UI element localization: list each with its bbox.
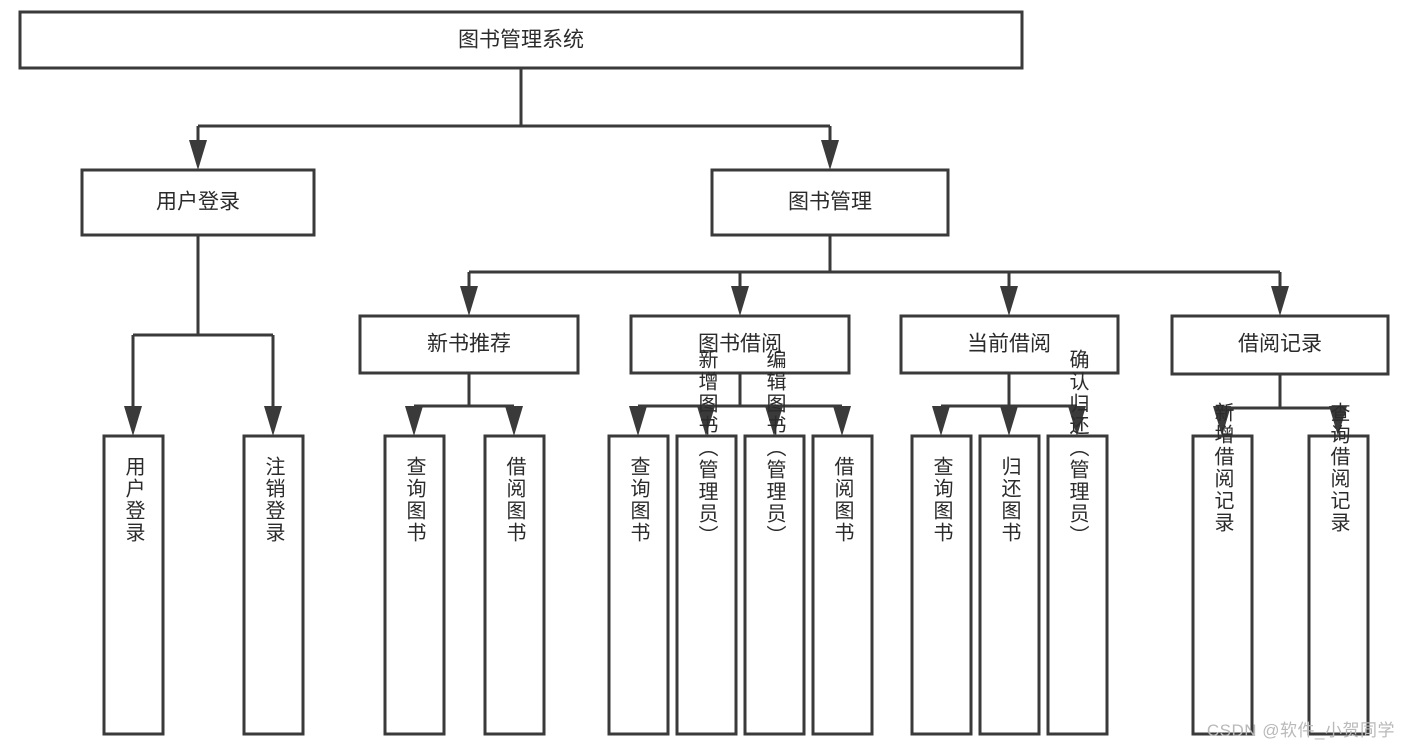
leaf-query-book-2-label: 查询图书 — [627, 456, 650, 544]
arrow-leaf-query-book-1 — [405, 406, 423, 436]
arrow-leaf-borrow-book-1 — [505, 406, 523, 436]
arrow-leaf-user-login — [124, 406, 142, 436]
arrow-to-current-borrow — [1000, 286, 1018, 316]
leaf-edit-book-admin-label: 编辑图书（管理员） — [763, 349, 786, 547]
node-book-manage[interactable]: 图书管理 — [710, 168, 950, 237]
arrow-leaf-add-book-admin — [697, 406, 715, 436]
node-user-login[interactable]: 用户登录 — [80, 168, 316, 237]
arrow-leaf-add-borrow-record — [1213, 406, 1231, 436]
arrow-to-borrow-record — [1271, 286, 1289, 316]
leaf-query-book-2[interactable]: 查询图书 — [607, 434, 670, 736]
leaf-query-borrow-record-rect[interactable] — [1307, 434, 1370, 736]
leaf-edit-book-admin-rect[interactable] — [743, 434, 806, 736]
arrow-leaf-logout-login — [264, 406, 282, 436]
node-new-book-recommend[interactable]: 新书推荐 — [358, 314, 580, 375]
leaf-query-borrow-record[interactable]: 查询借阅记录 — [1307, 402, 1370, 736]
node-book-borrow-label: 图书借阅 — [698, 333, 782, 356]
node-current-borrow-rect[interactable] — [899, 314, 1120, 375]
node-borrow-record[interactable]: 借阅记录 — [1170, 314, 1390, 376]
node-user-login-label: 用户登录 — [156, 191, 240, 214]
node-new-book-recommend-rect[interactable] — [358, 314, 580, 375]
leaf-borrow-book-1-rect[interactable] — [483, 434, 546, 736]
leaf-borrow-book-2-rect[interactable] — [811, 434, 874, 736]
node-root-label: 图书管理系统 — [458, 29, 584, 52]
leaf-logout-login[interactable]: 注销登录 — [242, 434, 305, 736]
node-book-borrow-rect[interactable] — [629, 314, 851, 375]
node-current-borrow[interactable]: 当前借阅 — [899, 314, 1120, 375]
node-root-rect[interactable] — [18, 10, 1024, 70]
arrow-leaf-borrow-book-2 — [833, 406, 851, 436]
arrow-leaf-return-book — [1000, 406, 1018, 436]
connector-layer — [124, 68, 1347, 436]
leaf-add-book-admin-rect[interactable] — [675, 434, 738, 736]
arrow-leaf-query-book-2 — [629, 406, 647, 436]
node-user-login-rect[interactable] — [80, 168, 316, 237]
leaf-edit-book-admin[interactable]: 编辑图书（管理员） — [743, 349, 806, 736]
leaf-add-borrow-record-rect[interactable] — [1191, 434, 1254, 736]
leaf-return-book-label: 归还图书 — [998, 456, 1021, 544]
leaf-add-borrow-record-label: 新增借阅记录 — [1211, 402, 1234, 534]
node-borrow-record-rect[interactable] — [1170, 314, 1390, 376]
leaf-user-login-label: 用户登录 — [122, 456, 145, 544]
arrow-leaf-confirm-return-admin — [1068, 406, 1086, 436]
leaf-borrow-book-2-label: 借阅图书 — [831, 456, 854, 544]
leaf-confirm-return-admin-rect[interactable] — [1046, 434, 1109, 736]
leaf-add-borrow-record[interactable]: 新增借阅记录 — [1191, 402, 1254, 736]
leaf-add-book-admin[interactable]: 新增图书（管理员） — [675, 349, 738, 736]
leaf-confirm-return-admin-label: 确认归还（管理员） — [1066, 349, 1089, 547]
arrow-leaf-edit-book-admin — [765, 406, 783, 436]
arrow-to-new-book-recommend — [460, 286, 478, 316]
leaf-query-book-2-rect[interactable] — [607, 434, 670, 736]
arrow-to-book-borrow — [731, 286, 749, 316]
leaf-query-book-3-label: 查询图书 — [930, 456, 953, 544]
arrow-leaf-query-book-3 — [932, 406, 950, 436]
leaf-query-book-1[interactable]: 查询图书 — [383, 434, 446, 736]
leaf-confirm-return-admin[interactable]: 确认归还（管理员） — [1046, 349, 1109, 736]
node-book-borrow[interactable]: 图书借阅 — [629, 314, 851, 375]
leaf-return-book[interactable]: 归还图书 — [978, 434, 1041, 736]
leaf-borrow-book-1[interactable]: 借阅图书 — [483, 434, 546, 736]
node-book-manage-rect[interactable] — [710, 168, 950, 237]
leaf-logout-login-rect[interactable] — [242, 434, 305, 736]
leaf-logout-login-label: 注销登录 — [262, 456, 285, 544]
node-root[interactable]: 图书管理系统 — [18, 10, 1024, 70]
node-current-borrow-label: 当前借阅 — [967, 333, 1051, 356]
arrow-to-book-manage — [821, 140, 839, 170]
leaf-borrow-book-1-label: 借阅图书 — [503, 456, 526, 544]
leaf-add-book-admin-label: 新增图书（管理员） — [695, 349, 718, 547]
arrow-leaf-query-borrow-record — [1329, 406, 1347, 436]
leaf-return-book-rect[interactable] — [978, 434, 1041, 736]
node-borrow-record-label: 借阅记录 — [1238, 333, 1322, 356]
leaf-query-book-3-rect[interactable] — [910, 434, 973, 736]
leaf-query-book-1-rect[interactable] — [383, 434, 446, 736]
leaf-query-book-3[interactable]: 查询图书 — [910, 434, 973, 736]
node-book-manage-label: 图书管理 — [788, 191, 872, 214]
leaf-query-borrow-record-label: 查询借阅记录 — [1327, 402, 1350, 534]
arrow-to-user-login — [189, 140, 207, 170]
leaf-user-login[interactable]: 用户登录 — [102, 434, 165, 736]
node-new-book-recommend-label: 新书推荐 — [427, 333, 511, 356]
leaf-query-book-1-label: 查询图书 — [403, 456, 426, 544]
leaf-borrow-book-2[interactable]: 借阅图书 — [811, 434, 874, 736]
leaf-user-login-rect[interactable] — [102, 434, 165, 736]
